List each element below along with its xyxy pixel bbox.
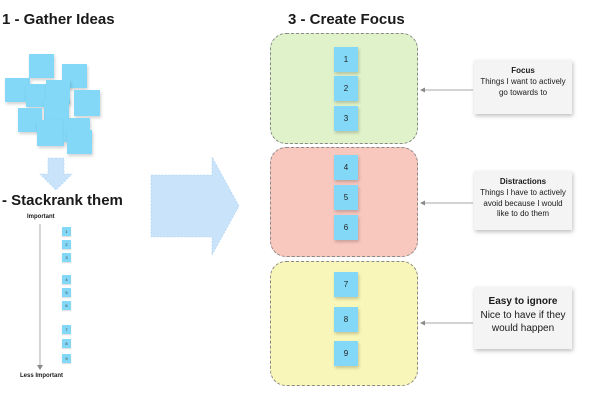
- idea-sticky: [67, 130, 92, 154]
- distractions-note-body: Things I have to actively avoid because …: [480, 187, 566, 219]
- easy-to-ignore-note-body: Nice to have if they would happen: [480, 309, 566, 335]
- focus-sticky: 1: [334, 47, 358, 72]
- ranked-sticky: 3: [62, 253, 71, 262]
- scale-bottom-label: Less Important: [20, 373, 64, 379]
- focus-sticky: 2: [334, 76, 358, 101]
- focus-sticky: 3: [334, 106, 358, 131]
- idea-sticky: [37, 120, 64, 146]
- step-2-heading: - Stackrank them: [2, 192, 123, 209]
- distractions-note: Distractions Things I have to actively a…: [474, 171, 572, 230]
- arrowhead-icon: [420, 200, 425, 206]
- scale-arrowhead-icon: [37, 365, 43, 370]
- ranked-sticky: 1: [62, 227, 71, 236]
- distractions-note-title: Distractions: [499, 177, 547, 186]
- right-arrow-icon: [150, 156, 240, 256]
- ranked-sticky: 7: [62, 325, 71, 334]
- ignore-sticky: 8: [334, 307, 358, 332]
- step-1-heading: 1 - Gather Ideas: [2, 11, 115, 28]
- step-3-heading: 3 - Create Focus: [288, 11, 405, 28]
- distraction-sticky: 6: [334, 215, 358, 240]
- arrowhead-icon: [420, 87, 425, 93]
- ranked-sticky: 5: [62, 288, 71, 297]
- scale-top-label: Important: [27, 214, 55, 220]
- distraction-sticky: 5: [334, 185, 358, 210]
- ranked-sticky: 8: [62, 339, 71, 348]
- arrowhead-icon: [420, 320, 425, 326]
- ranked-sticky: 6: [62, 301, 71, 310]
- idea-sticky: [5, 78, 30, 102]
- ignore-sticky: 9: [334, 341, 358, 366]
- idea-sticky: [74, 90, 100, 116]
- ranked-sticky: 9: [62, 354, 71, 363]
- down-arrow-icon: [39, 157, 73, 191]
- easy-to-ignore-note-title: Easy to ignore: [488, 296, 558, 307]
- idea-sticky: [29, 54, 54, 78]
- focus-note-body: Things I want to actively go towards to: [480, 76, 566, 97]
- ranked-sticky: 2: [62, 240, 71, 249]
- focus-note-title: Focus: [511, 66, 535, 75]
- ranked-sticky: 4: [62, 275, 71, 284]
- ignore-sticky: 7: [334, 272, 358, 297]
- easy-to-ignore-note: Easy to ignore Nice to have if they woul…: [474, 287, 572, 349]
- focus-note: Focus Things I want to actively go towar…: [474, 60, 572, 114]
- distraction-sticky: 4: [334, 155, 358, 180]
